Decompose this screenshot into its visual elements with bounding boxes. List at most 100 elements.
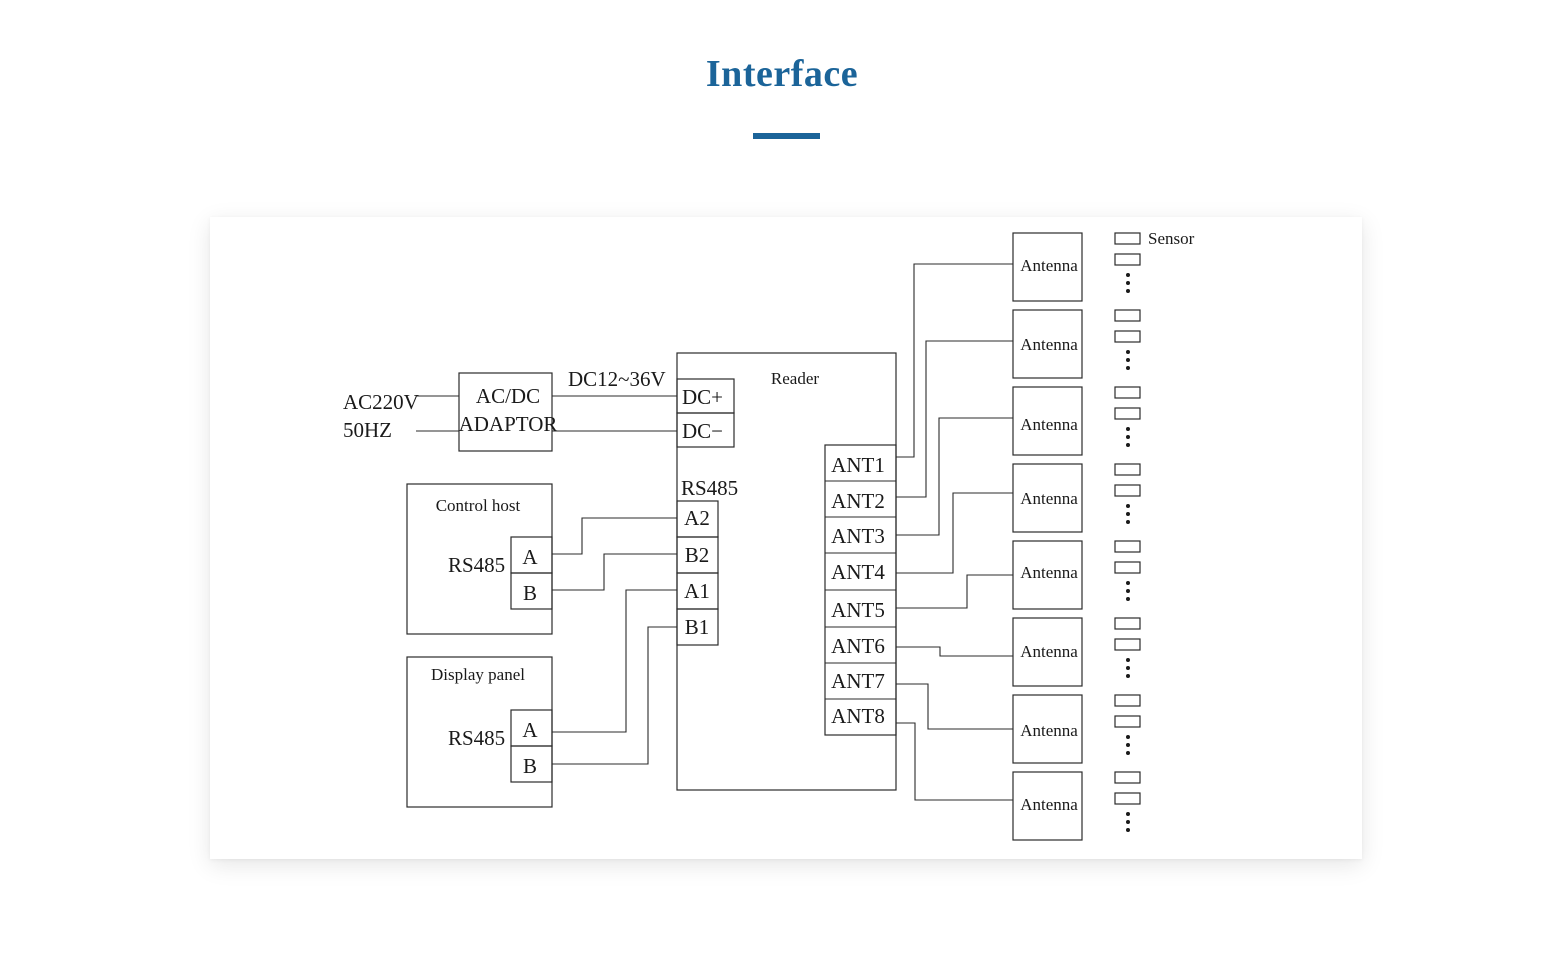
sensor-tag-icon bbox=[1114, 232, 1141, 245]
ellipsis-dot bbox=[1126, 666, 1130, 670]
wire-panel-a-to-a1 bbox=[552, 589, 677, 733]
ellipsis-dot bbox=[1126, 589, 1130, 593]
ellipsis-dot bbox=[1126, 520, 1130, 524]
antenna-8: Antenna bbox=[1012, 771, 1083, 841]
antenna-label: Antenna bbox=[1020, 256, 1078, 275]
antenna-label: Antenna bbox=[1020, 335, 1078, 354]
wire-ant2 bbox=[896, 340, 1013, 498]
dc-plus-label: DC+ bbox=[682, 385, 723, 409]
port-a1-label: A1 bbox=[684, 579, 710, 603]
ellipsis-dot bbox=[1126, 828, 1130, 832]
sensor-tag-icon bbox=[1114, 463, 1141, 476]
antenna-box bbox=[1012, 386, 1083, 456]
ellipsis-dot bbox=[1126, 812, 1130, 816]
reader-rs485-label: RS485 bbox=[681, 476, 738, 500]
ant1-label: ANT1 bbox=[831, 453, 885, 477]
ant3-label: ANT3 bbox=[831, 524, 885, 548]
display-panel-b-label: B bbox=[523, 754, 537, 778]
sensor-tag-icon bbox=[1114, 561, 1141, 574]
antenna-label: Antenna bbox=[1020, 721, 1078, 740]
sensor-group-7 bbox=[1114, 694, 1141, 755]
control-host-b-label: B bbox=[523, 581, 537, 605]
sensor-tag-icon bbox=[1114, 330, 1141, 343]
ellipsis-dot bbox=[1126, 743, 1130, 747]
ellipsis-dot bbox=[1126, 820, 1130, 824]
reader-label: Reader bbox=[771, 369, 819, 388]
antenna-box bbox=[1012, 771, 1083, 841]
sensor-group-4 bbox=[1114, 463, 1141, 524]
sensor-tag-icon bbox=[1114, 715, 1141, 728]
ac-input-label: AC220V bbox=[343, 390, 419, 414]
dc-voltage-label: DC12~36V bbox=[568, 367, 666, 391]
ellipsis-dot bbox=[1126, 751, 1130, 755]
wire-ant6 bbox=[896, 646, 1013, 657]
interface-diagram: AC220V 50HZ AC/DC ADAPTOR DC12~36V Reade… bbox=[343, 229, 1195, 841]
control-host-b-terminal bbox=[510, 572, 553, 610]
ellipsis-dot bbox=[1126, 366, 1130, 370]
control-host-a-label: A bbox=[522, 545, 538, 569]
port-b2-label: B2 bbox=[685, 543, 710, 567]
antenna-label: Antenna bbox=[1020, 489, 1078, 508]
ellipsis-dot bbox=[1126, 350, 1130, 354]
sensor-tag-icon bbox=[1114, 407, 1141, 420]
antenna-4: Antenna bbox=[1012, 463, 1083, 533]
ellipsis-dot bbox=[1126, 512, 1130, 516]
sensor-group-6 bbox=[1114, 617, 1141, 678]
sensor-tag-icon bbox=[1114, 694, 1141, 707]
antenna-2: Antenna bbox=[1012, 309, 1083, 379]
ant8-label: ANT8 bbox=[831, 704, 885, 728]
sensor-group-2 bbox=[1114, 309, 1141, 370]
sensor-tag-icon bbox=[1114, 484, 1141, 497]
sensor-tag-icon bbox=[1114, 540, 1141, 553]
sensor-label: Sensor bbox=[1148, 229, 1195, 248]
control-host-rs485-label: RS485 bbox=[448, 553, 505, 577]
wire-ant1 bbox=[896, 263, 1013, 458]
display-panel-label: Display panel bbox=[431, 665, 525, 684]
sensor-tag-icon bbox=[1114, 617, 1141, 630]
ant2-label: ANT2 bbox=[831, 489, 885, 513]
ellipsis-dot bbox=[1126, 504, 1130, 508]
ellipsis-dot bbox=[1126, 358, 1130, 362]
antenna-1: Antenna bbox=[1012, 232, 1083, 302]
dc-minus-label: DC− bbox=[682, 419, 723, 443]
antenna-box bbox=[1012, 540, 1083, 610]
ant7-label: ANT7 bbox=[831, 669, 885, 693]
dc-minus-terminal bbox=[676, 412, 735, 448]
ellipsis-dot bbox=[1126, 581, 1130, 585]
sensor-tag-icon bbox=[1114, 386, 1141, 399]
ellipsis-dot bbox=[1126, 273, 1130, 277]
page-title: Interface bbox=[705, 53, 859, 95]
ellipsis-dot bbox=[1126, 674, 1130, 678]
wire-ant5 bbox=[896, 574, 1013, 609]
ellipsis-dot bbox=[1126, 281, 1130, 285]
antenna-7: Antenna bbox=[1012, 694, 1083, 764]
antenna-6: Antenna bbox=[1012, 617, 1083, 687]
antenna-box bbox=[1012, 617, 1083, 687]
title-underline bbox=[753, 133, 820, 139]
antenna-label: Antenna bbox=[1020, 563, 1078, 582]
wire-ant4 bbox=[896, 492, 1013, 574]
ellipsis-dot bbox=[1126, 289, 1130, 293]
display-panel-rs485-label: RS485 bbox=[448, 726, 505, 750]
antenna-box bbox=[1012, 309, 1083, 379]
port-a2-label: A2 bbox=[684, 506, 710, 530]
ellipsis-dot bbox=[1126, 735, 1130, 739]
sensor-tag-icon bbox=[1114, 253, 1141, 266]
wire-panel-b-to-b1 bbox=[552, 626, 677, 765]
wire-host-a-to-a2 bbox=[552, 517, 677, 555]
adaptor-label-1: AC/DC bbox=[476, 384, 540, 408]
antenna-box bbox=[1012, 463, 1083, 533]
wire-ant3 bbox=[896, 417, 1013, 536]
wire-ant8 bbox=[896, 722, 1013, 801]
adaptor-box bbox=[458, 372, 553, 452]
ellipsis-dot bbox=[1126, 443, 1130, 447]
antenna-label: Antenna bbox=[1020, 642, 1078, 661]
port-b1-label: B1 bbox=[685, 615, 710, 639]
antenna-5: Antenna bbox=[1012, 540, 1083, 610]
ellipsis-dot bbox=[1126, 597, 1130, 601]
ellipsis-dot bbox=[1126, 435, 1130, 439]
antenna-box bbox=[1012, 232, 1083, 302]
sensor-tag-icon bbox=[1114, 309, 1141, 322]
antenna-label: Antenna bbox=[1020, 415, 1078, 434]
control-host-label: Control host bbox=[436, 496, 521, 515]
